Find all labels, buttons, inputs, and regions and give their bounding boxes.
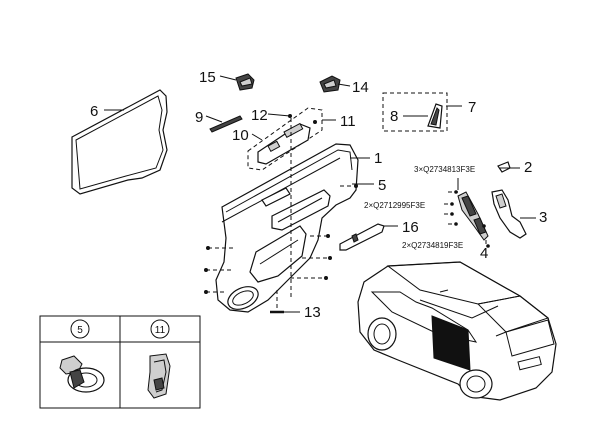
callout-1: 1 (374, 150, 382, 167)
clip-11-illustration (147, 353, 171, 399)
callout-11: 11 (340, 113, 356, 130)
vehicle-illustration (357, 261, 557, 401)
part-number-screw-b: 2×Q2712995F3E (364, 201, 425, 210)
callout-16: 16 (402, 219, 419, 236)
callout-7: 7 (468, 99, 476, 116)
callout-8: 8 (390, 108, 398, 125)
callout-13: 13 (304, 304, 321, 321)
callout-5: 5 (378, 177, 386, 194)
clip-5-illustration (59, 355, 105, 393)
part-16-strip (339, 223, 385, 251)
part-number-screw-a: 3×Q2734813F3E (414, 165, 475, 174)
part-2-clip (497, 161, 511, 173)
part-7-group (382, 92, 448, 132)
legend-table: 5 11 (39, 315, 201, 409)
part-6-door-pad (71, 89, 168, 195)
callout-15: 15 (199, 69, 216, 86)
callout-6: 6 (90, 103, 98, 120)
callout-3: 3 (539, 209, 547, 226)
callout-10: 10 (232, 127, 249, 144)
part-9-strip (209, 115, 243, 133)
callout-14: 14 (352, 79, 369, 96)
leader-lines (104, 75, 536, 313)
part-14-clip (319, 75, 341, 93)
callout-2: 2 (524, 159, 532, 176)
callout-12: 12 (251, 107, 268, 124)
part-10-switch-group (247, 107, 323, 171)
part-15-clip (235, 73, 255, 91)
part-4-bracket (444, 178, 490, 248)
part-number-screw-c: 2×Q2734819F3E (402, 241, 463, 250)
callout-9: 9 (195, 109, 203, 126)
part-3-bracket (491, 189, 527, 239)
legend-label-11: 11 (155, 325, 166, 336)
part-1-door-trim (204, 118, 359, 313)
legend-label-5: 5 (77, 325, 83, 336)
callout-4: 4 (480, 245, 488, 262)
